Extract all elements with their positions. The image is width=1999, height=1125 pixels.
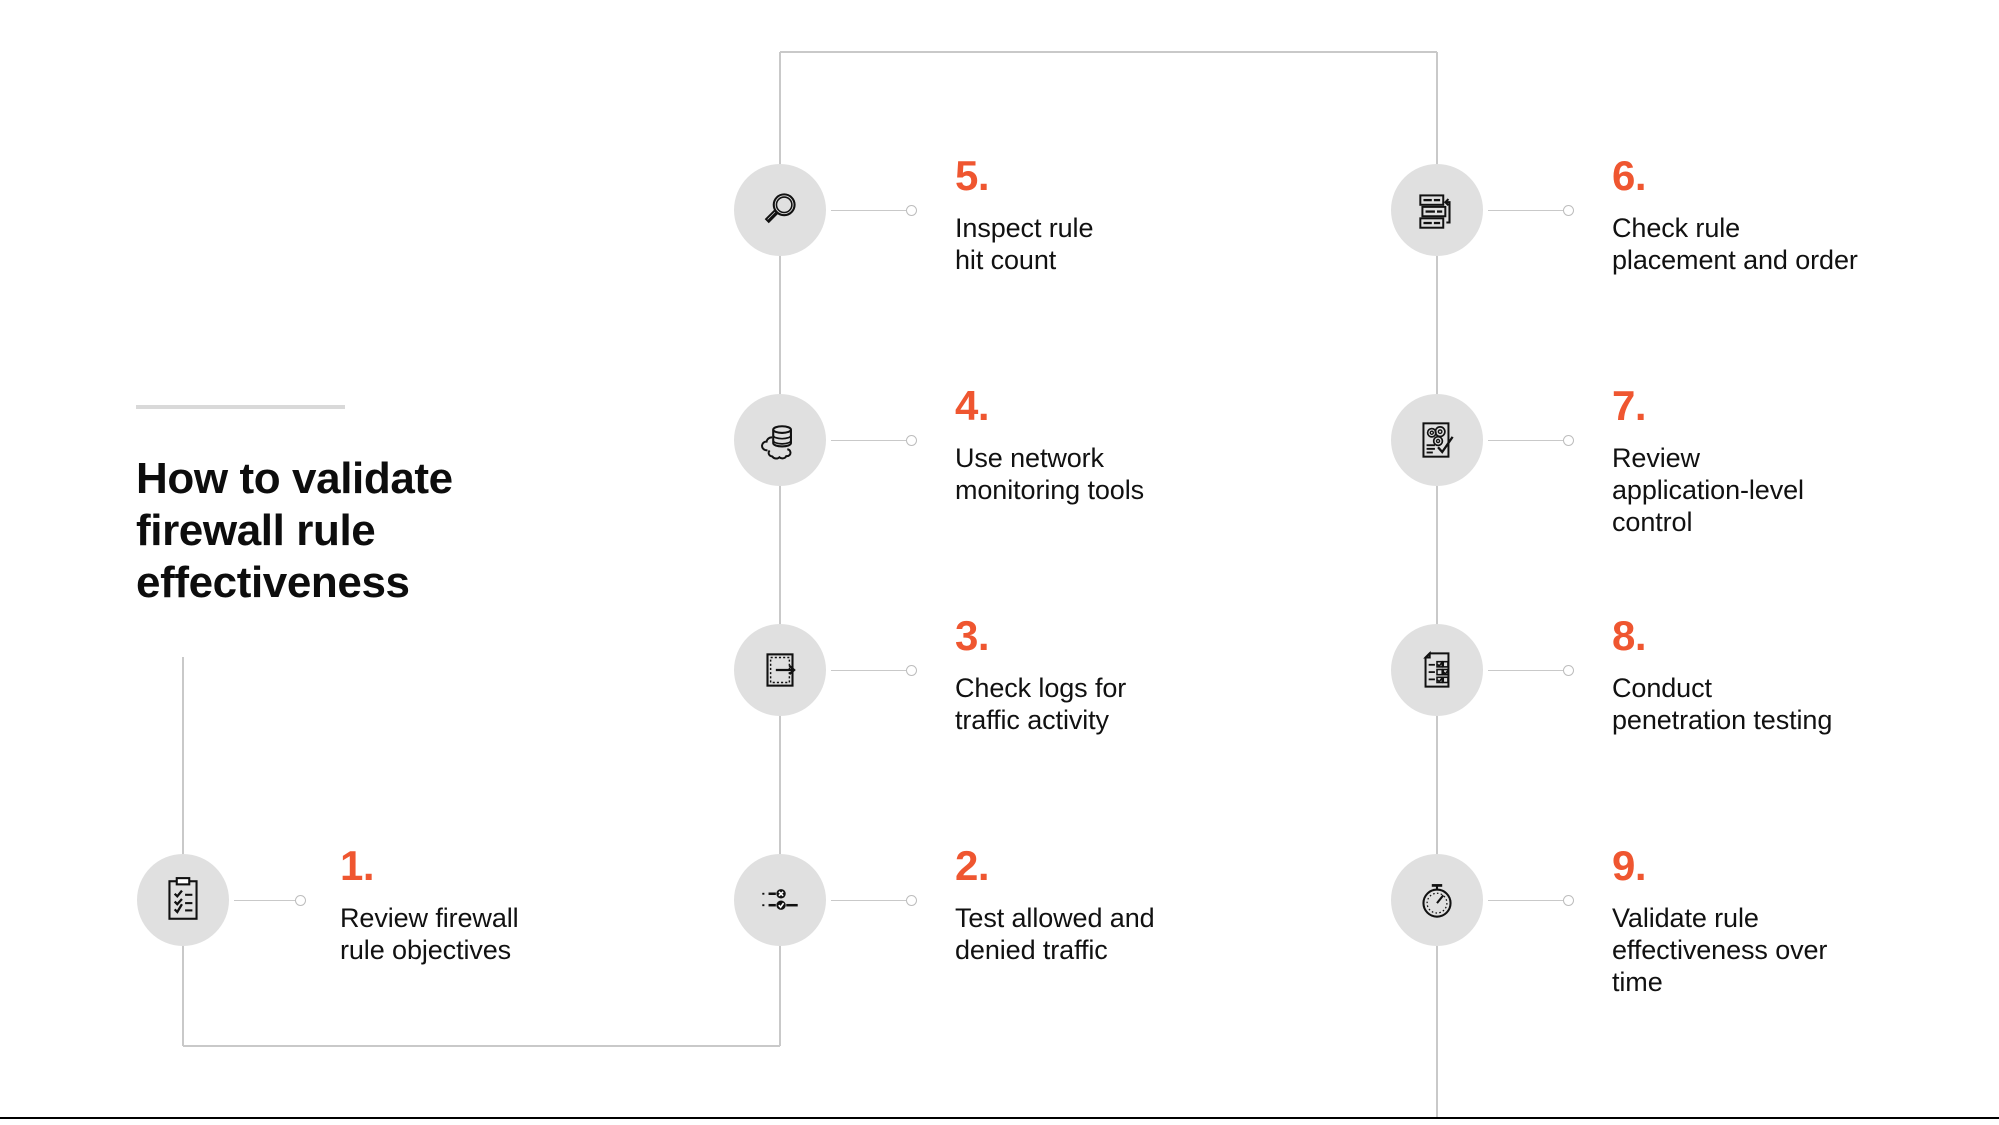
step-9-label-line-2: effectiveness over (1612, 934, 1828, 965)
step-7-label-line-3: control (1612, 506, 1693, 537)
title-line-1: How to validate (136, 454, 453, 503)
step-8-label-line-2: penetration testing (1612, 704, 1833, 735)
stub-endpoint-dot (1563, 664, 1574, 676)
step-8-number: 8. (1612, 612, 1647, 659)
step-1-label-line-1: Review firewall (340, 903, 519, 933)
stub-line (831, 899, 906, 901)
stub-line (1488, 899, 1563, 901)
step-9-connector-stub (1488, 894, 1574, 906)
step-3-badge (734, 624, 826, 716)
step-3-label-line-1: Check logs for (955, 673, 1127, 703)
step-4-badge (734, 394, 826, 486)
stub-line (1488, 439, 1563, 441)
stub-endpoint-dot (295, 894, 306, 906)
step-8-badge (1391, 624, 1483, 716)
rule-order-stack-icon (1419, 194, 1451, 229)
step-6-label-line-2: placement and order (1612, 244, 1858, 275)
stub-line (831, 209, 906, 211)
step-1-label-line-2: rule objectives (340, 934, 512, 965)
step-7-label-line-2: application-level (1612, 474, 1804, 505)
step-1-badge (137, 854, 229, 946)
step-3-label-line-2: traffic activity (955, 704, 1109, 735)
step-7-number: 7. (1612, 382, 1647, 429)
document-gears-check-icon (1422, 422, 1454, 458)
stub-line (234, 899, 295, 901)
stub-endpoint-dot (906, 434, 917, 446)
cloud-database-icon (761, 425, 792, 460)
stub-line (831, 669, 906, 671)
step-7-connector-stub (1488, 434, 1574, 446)
stub-endpoint-dot (906, 664, 917, 676)
magnifying-glass-icon (764, 193, 796, 224)
step-9-badge (1391, 854, 1483, 946)
step-3-number: 3. (955, 612, 990, 659)
bottom-divider (0, 1117, 1999, 1119)
step-8-connector-stub (1488, 664, 1574, 676)
title-line-2: firewall rule (136, 505, 376, 555)
step-4-label-line-2: monitoring tools (955, 474, 1144, 505)
step-4-label-line-1: Use network (955, 443, 1104, 473)
step-9-label-line-3: time (1612, 966, 1663, 997)
stub-line (831, 439, 906, 441)
step-4-number: 4. (955, 382, 990, 429)
stub-endpoint-dot (1563, 204, 1574, 216)
step-6-label-line-1: Check rule (1612, 213, 1741, 243)
step-6-number: 6. (1612, 152, 1647, 199)
step-5-label-line-1: Inspect rule (955, 213, 1094, 243)
allow-deny-traffic-icon (762, 889, 798, 910)
clipboard-checklist-icon (168, 877, 198, 920)
step-1-number: 1. (340, 842, 375, 889)
stopwatch-icon (1422, 884, 1452, 918)
step-9-label-line-1: Validate rule (1612, 903, 1759, 933)
step-2-number: 2. (955, 842, 990, 889)
step-2-badge (734, 854, 826, 946)
checklist-report-icon (1423, 650, 1450, 688)
step-5-badge (734, 164, 826, 256)
step-3-connector-stub (831, 664, 917, 676)
step-6-connector-stub (1488, 204, 1574, 216)
step-6-badge (1391, 164, 1483, 256)
stub-line (1488, 209, 1563, 211)
stub-endpoint-dot (906, 204, 917, 216)
stub-endpoint-dot (1563, 434, 1574, 446)
stub-endpoint-dot (1563, 894, 1574, 906)
step-1-connector-stub (234, 894, 306, 906)
step-5-number: 5. (955, 152, 990, 199)
step-2-connector-stub (831, 894, 917, 906)
step-7-label-line-1: Review (1612, 443, 1700, 473)
title-divider (136, 405, 345, 409)
step-4-connector-stub (831, 434, 917, 446)
step-5-label-line-2: hit count (955, 244, 1057, 275)
step-5-connector-stub (831, 204, 917, 216)
title-line-3: effectiveness (136, 557, 410, 607)
step-2-label-line-1: Test allowed and (955, 903, 1155, 933)
stub-line (1488, 669, 1563, 671)
step-2-label-line-2: denied traffic (955, 934, 1108, 965)
step-8-label-line-1: Conduct (1612, 673, 1712, 703)
log-export-arrow-icon (766, 653, 796, 687)
stub-endpoint-dot (906, 894, 917, 906)
step-9-number: 9. (1612, 842, 1647, 889)
step-7-badge (1391, 394, 1483, 486)
